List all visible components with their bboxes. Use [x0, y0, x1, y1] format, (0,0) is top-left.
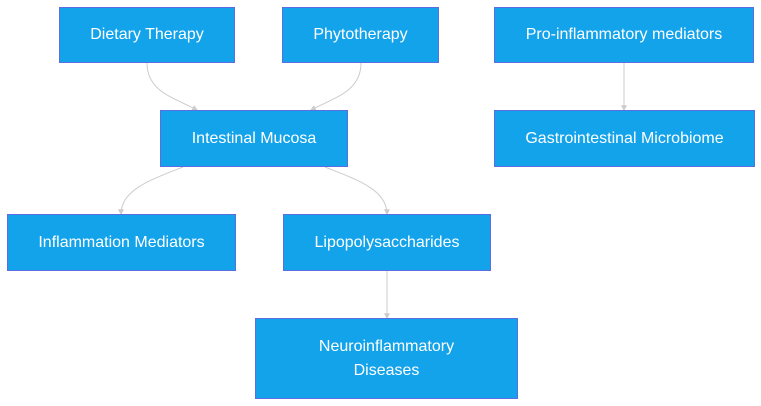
node-intestinal-mucosa-label: Intestinal Mucosa — [191, 129, 317, 147]
node-gastrointestinal-microbiome-label: Gastrointestinal Microbiome — [525, 129, 724, 147]
node-neuroinflammatory-diseases: Neuroinflammatory Diseases — [255, 318, 518, 399]
node-intestinal-mucosa: Intestinal Mucosa — [160, 110, 348, 167]
node-pro-inflammatory-mediators: Pro-inflammatory mediators — [494, 7, 754, 63]
node-gastrointestinal-microbiome: Gastrointestinal Microbiome — [494, 110, 755, 167]
node-neuroinflammatory-diseases-label-line1: Neuroinflammatory — [318, 337, 455, 355]
node-lipopolysaccharides-label: Lipopolysaccharides — [314, 233, 460, 251]
node-neuroinflammatory-diseases-label-line2: Diseases — [353, 361, 420, 379]
node-inflammation-mediators: Inflammation Mediators — [7, 214, 236, 271]
node-phytotherapy-label: Phytotherapy — [313, 26, 408, 43]
edge-intestinal-mucosa-to-inflammation-mediators — [118, 166, 184, 216]
node-dietary-therapy-label: Dietary Therapy — [90, 26, 204, 43]
edge-dietary-therapy-to-intestinal-mucosa — [146, 62, 199, 111]
node-inflammation-mediators-label: Inflammation Mediators — [38, 233, 205, 251]
edge-phytotherapy-to-intestinal-mucosa — [309, 62, 362, 111]
node-phytotherapy: Phytotherapy — [282, 7, 439, 63]
node-dietary-therapy: Dietary Therapy — [59, 7, 235, 63]
edge-intestinal-mucosa-to-lipopolysaccharides — [324, 166, 390, 216]
node-lipopolysaccharides: Lipopolysaccharides — [283, 214, 491, 271]
node-pro-inflammatory-mediators-label: Pro-inflammatory mediators — [525, 26, 723, 43]
